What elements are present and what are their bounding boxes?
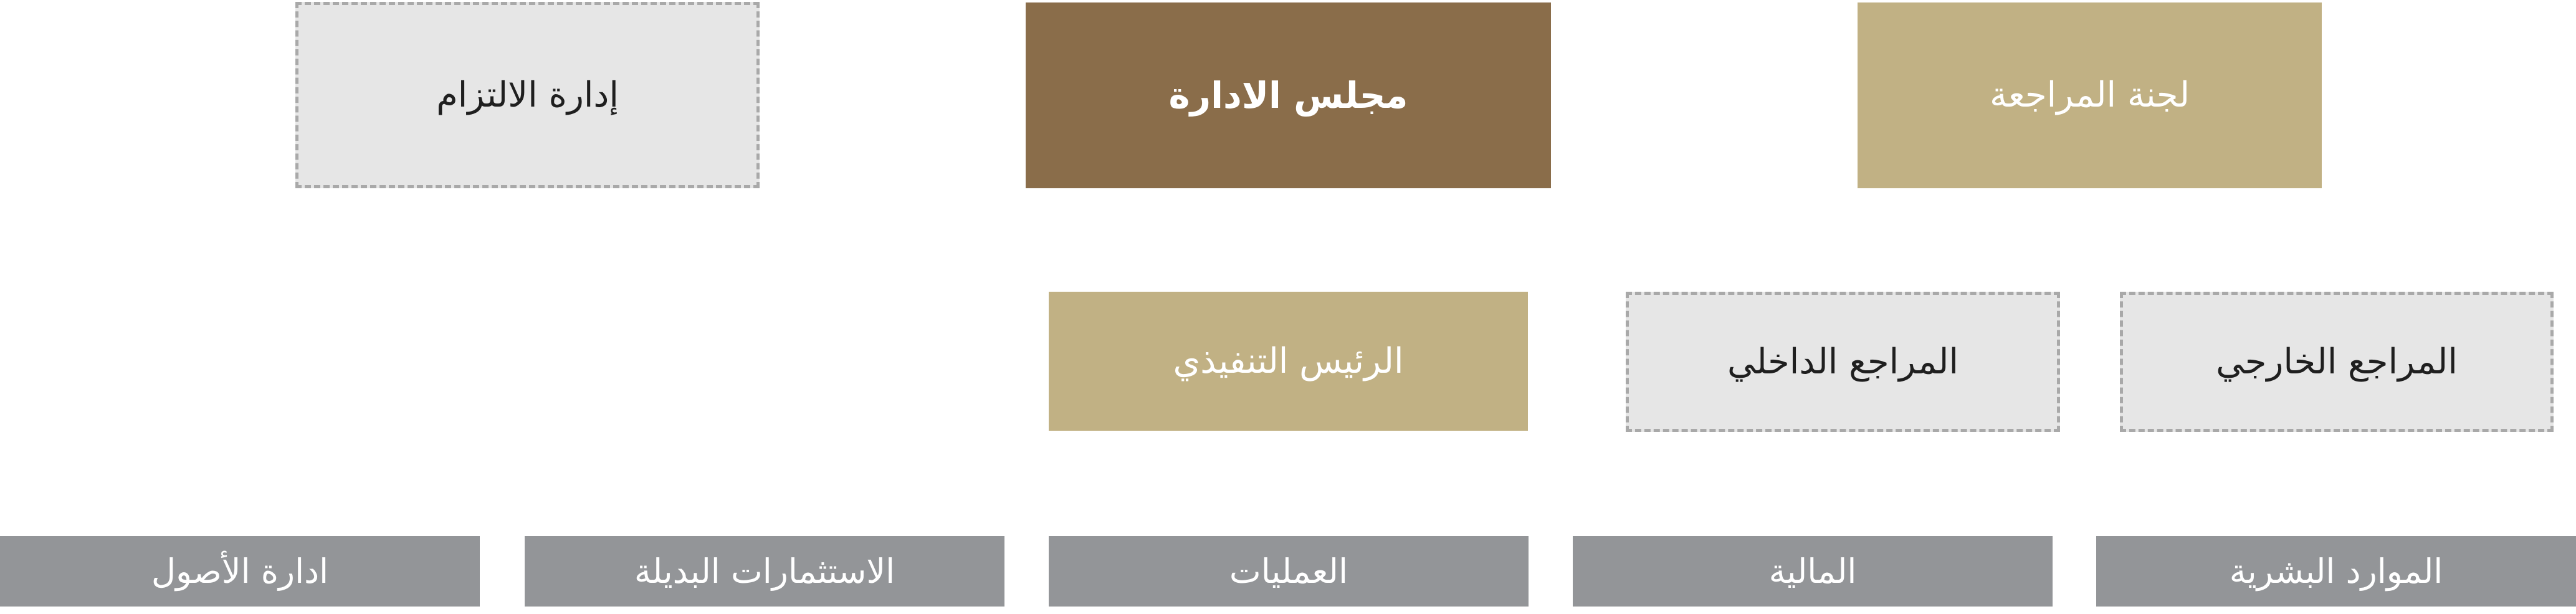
- operations-box: العمليات: [1049, 536, 1529, 607]
- asset-management-box: ادارة الأصول: [0, 536, 480, 607]
- board-of-directors-label: مجلس الادارة: [1168, 74, 1408, 117]
- audit-committee-box: لجنة المراجعة: [1858, 2, 2322, 188]
- finance-label: المالية: [1768, 551, 1857, 591]
- internal-auditor-box: المراجع الداخلي: [1626, 292, 2060, 432]
- human-resources-label: الموارد البشرية: [2229, 551, 2443, 591]
- alternative-investments-label: الاستثمارات البديلة: [634, 551, 895, 591]
- finance-box: المالية: [1573, 536, 2053, 607]
- compliance-department-box: إدارة الالتزام: [295, 2, 760, 188]
- external-auditor-label: المراجع الخارجي: [2216, 341, 2458, 382]
- board-of-directors-box: مجلس الادارة: [1026, 2, 1551, 188]
- human-resources-box: الموارد البشرية: [2096, 536, 2576, 607]
- alternative-investments-box: الاستثمارات البديلة: [525, 536, 1004, 607]
- compliance-department-label: إدارة الالتزام: [436, 74, 619, 115]
- operations-label: العمليات: [1229, 551, 1348, 591]
- internal-auditor-label: المراجع الداخلي: [1727, 341, 1959, 382]
- asset-management-label: ادارة الأصول: [151, 551, 329, 591]
- external-auditor-box: المراجع الخارجي: [2120, 292, 2554, 432]
- audit-committee-label: لجنة المراجعة: [1989, 75, 2190, 115]
- ceo-label: الرئيس التنفيذي: [1173, 340, 1404, 381]
- ceo-box: الرئيس التنفيذي: [1049, 292, 1528, 431]
